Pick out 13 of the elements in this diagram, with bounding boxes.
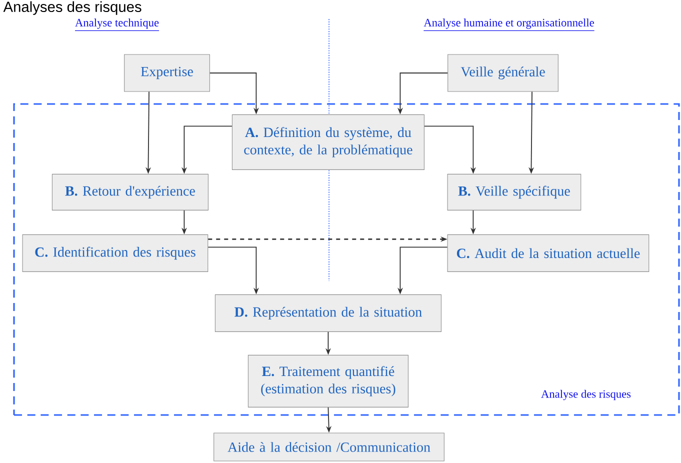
section-heading: Analyse humaine et organisationnelle — [423, 18, 595, 31]
process-box: C. Identification des risques — [22, 234, 208, 272]
title: Analyses des risques — [3, 1, 142, 15]
section-heading: Analyse technique — [74, 18, 160, 31]
process-box: Expertise — [124, 54, 210, 92]
process-box: C. Audit de la situation actuelle — [447, 234, 650, 272]
process-box: Veille générale — [448, 54, 558, 92]
process-box: B. Retour d'expérience — [52, 174, 208, 210]
process-box: Aide à la décision /Communication — [214, 432, 444, 462]
process-box: D. Représentation de la situation — [214, 294, 442, 332]
process-box: E. Traitement quantifié (estimation des risques) — [248, 354, 408, 408]
process-box: A. Définition du système, du contexte, de la problématique — [232, 114, 424, 170]
process-box: B. Veille spécifique — [447, 174, 582, 210]
